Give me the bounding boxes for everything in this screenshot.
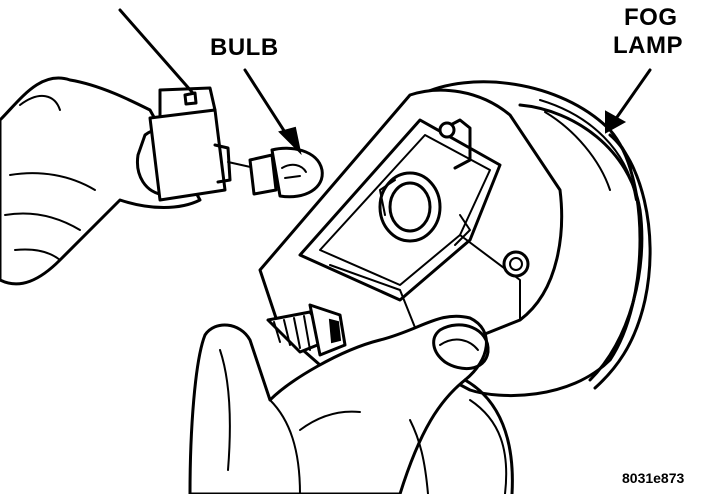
bulb xyxy=(227,146,324,199)
adjuster-screw xyxy=(266,303,347,357)
bulb-socket xyxy=(118,8,232,202)
lower-hand xyxy=(188,314,514,494)
bulb-label: BULB xyxy=(210,34,279,61)
bulb-leader-arrow xyxy=(243,68,302,156)
figure-code: 8031e873 xyxy=(622,470,685,486)
fog-lamp-leader-arrow xyxy=(605,68,652,134)
fog-lamp-label-line1: FOG xyxy=(624,4,678,31)
fog-lamp-label-line2: LAMP xyxy=(613,32,683,59)
